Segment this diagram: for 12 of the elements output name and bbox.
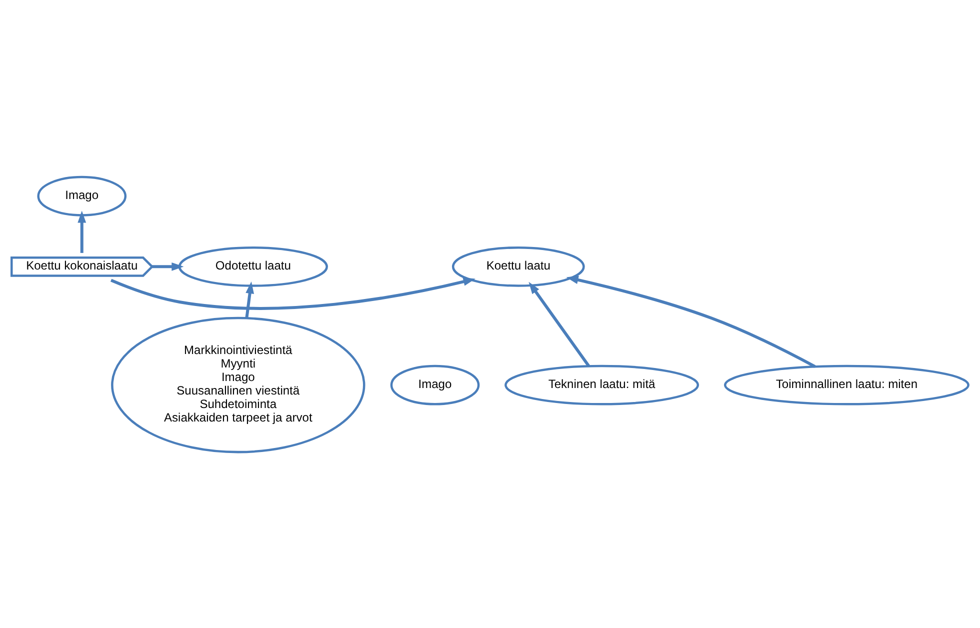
arrow [110, 277, 476, 310]
node-ellipse: Imago [390, 364, 480, 405]
node-ellipse: Imago [37, 175, 127, 216]
arrow [566, 275, 816, 368]
node-ellipse: Toiminnallinen laatu: miten [724, 364, 970, 405]
node-ellipse: Markkinointiviestintä Myynti Imago Suusanallinen viestintä Suhdetoiminta Asiakkaiden tarpeet ja arvot [111, 316, 366, 453]
arrow [528, 281, 590, 366]
arrow [78, 210, 86, 252]
arrow [245, 281, 254, 318]
arrow [152, 262, 184, 270]
node-ellipse: Tekninen laatu: mitä [504, 364, 700, 405]
node-ellipse: Odotettu laatu [178, 246, 328, 286]
